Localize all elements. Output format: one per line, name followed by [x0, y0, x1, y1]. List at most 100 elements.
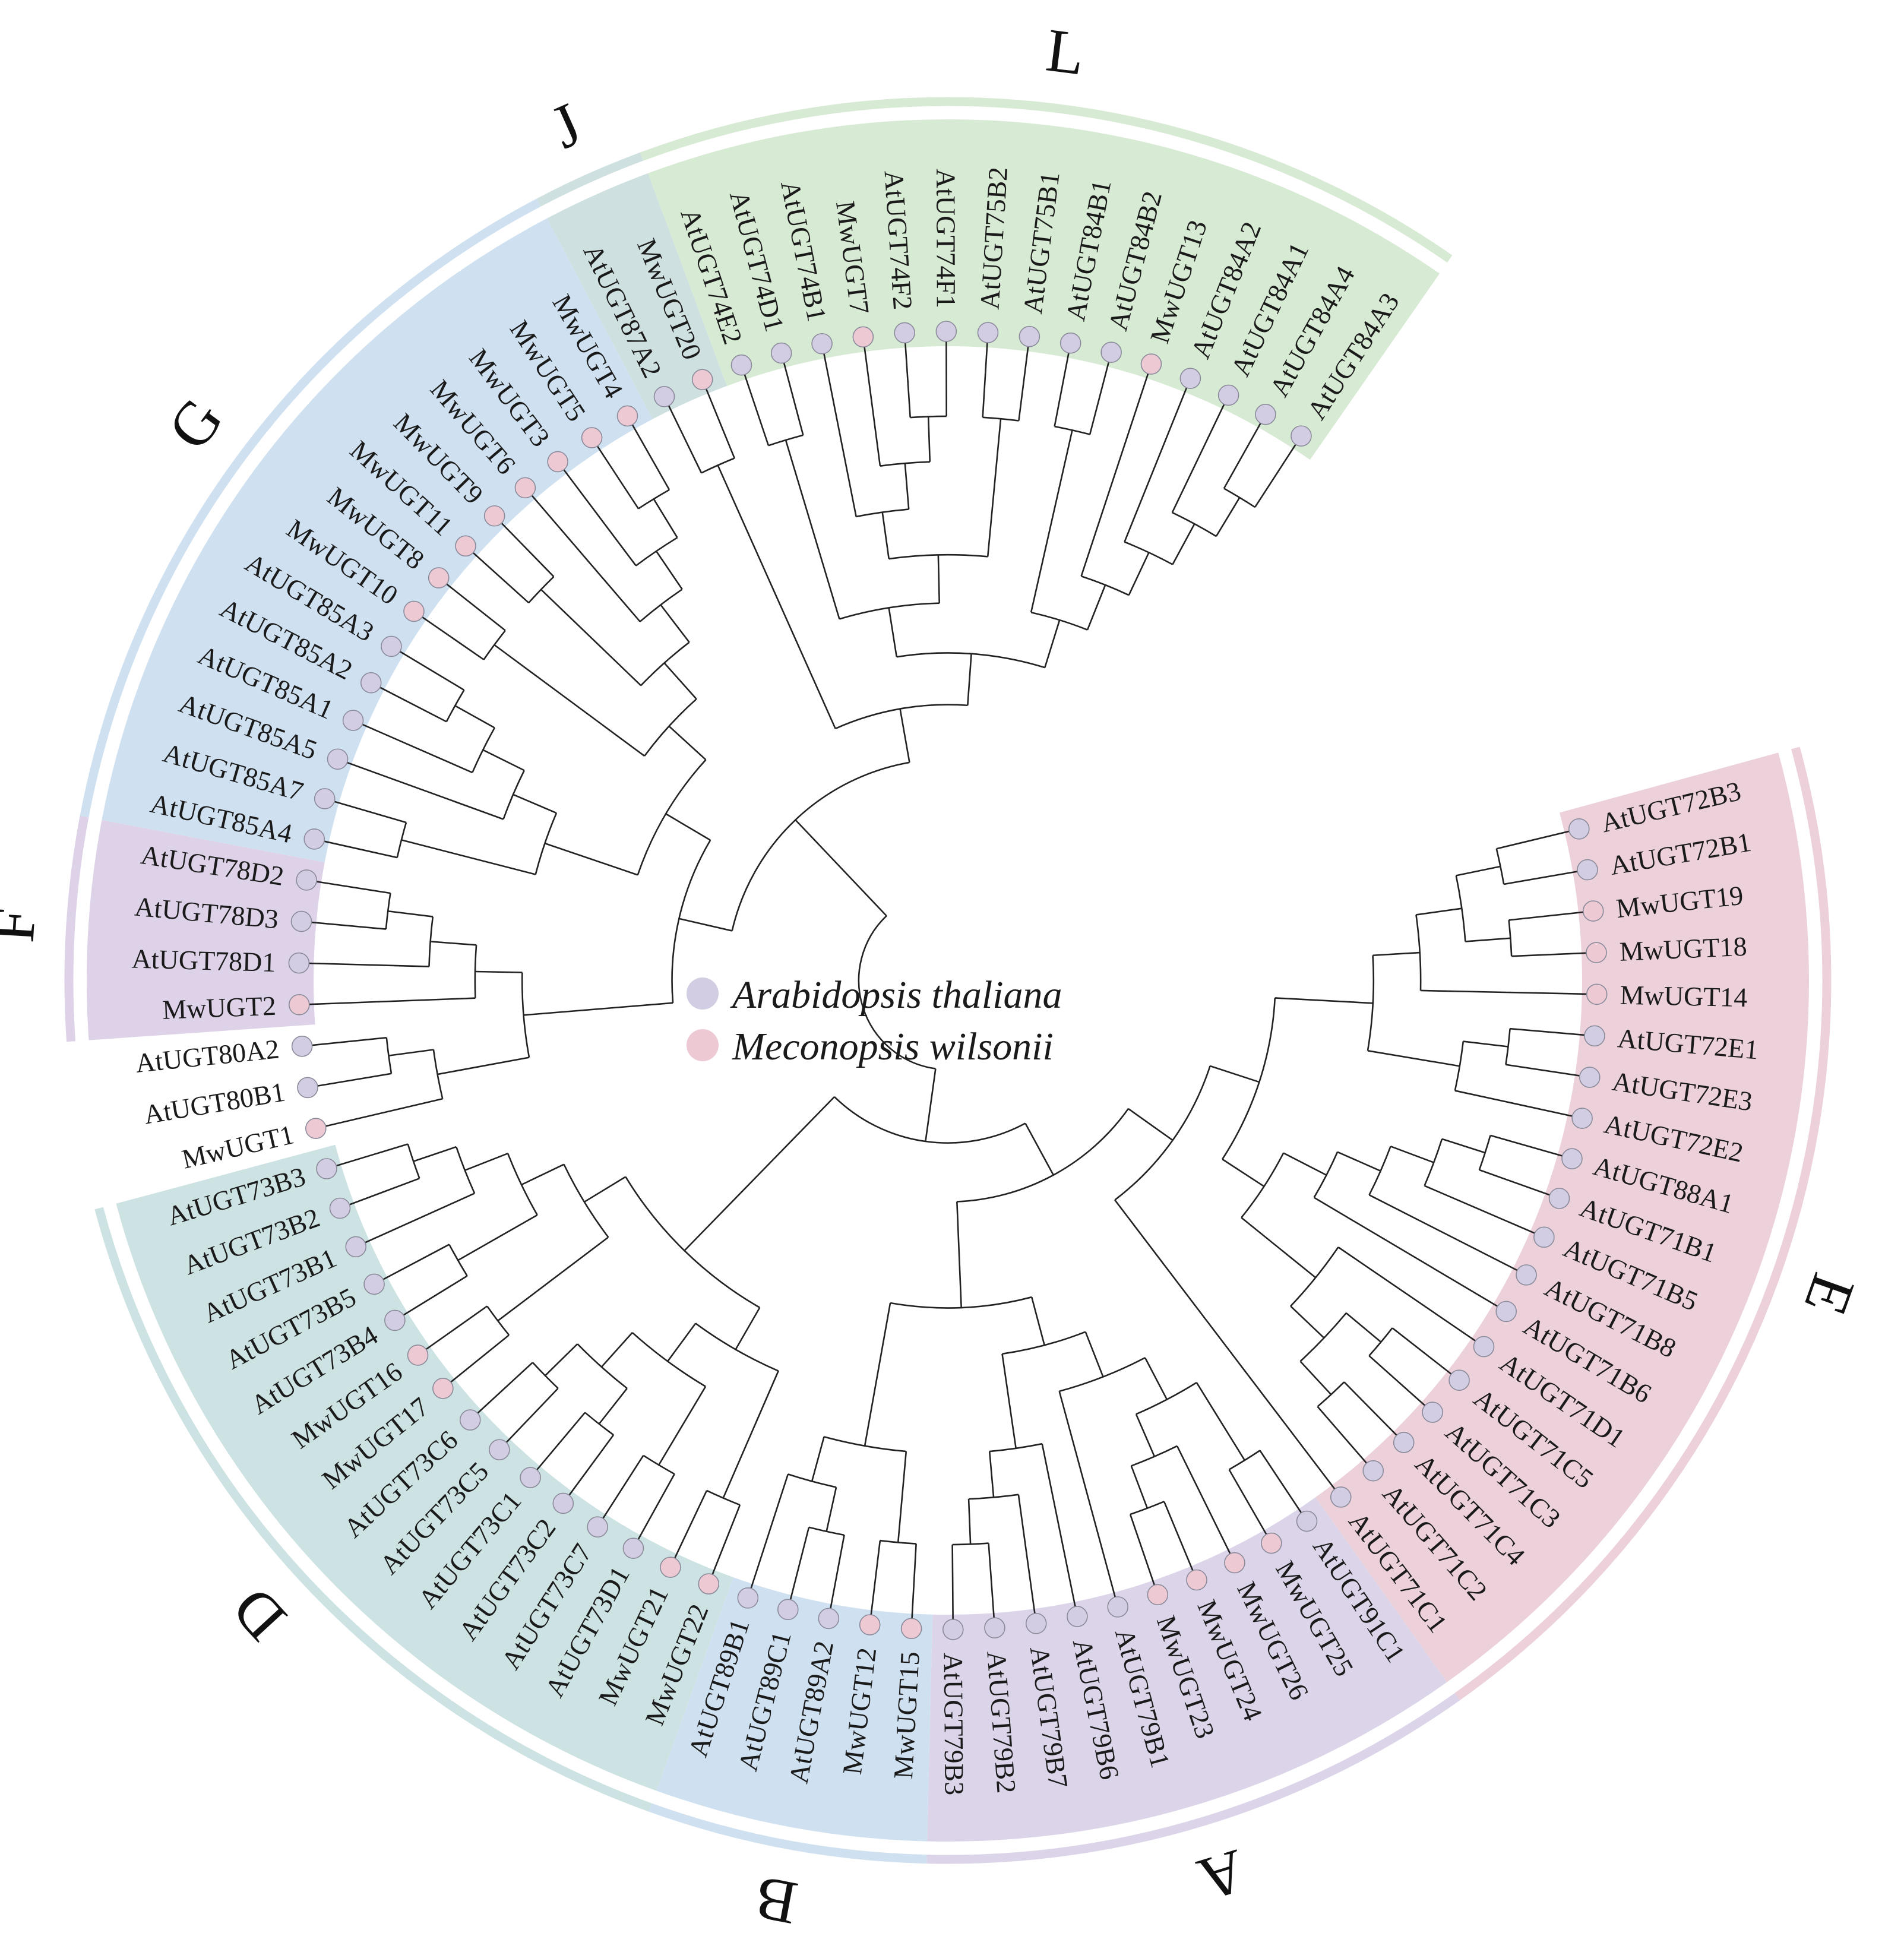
leaf-marker-atugt88a1 — [1561, 1148, 1583, 1169]
branch-arc — [1505, 1029, 1511, 1065]
branch-arc — [1130, 1501, 1165, 1516]
branch-line — [1128, 552, 1150, 596]
branch-arc — [385, 893, 391, 929]
branch-line — [314, 838, 398, 859]
branch-line — [1372, 951, 1420, 957]
branch-arc — [1241, 1152, 1285, 1219]
branch-line — [497, 1236, 609, 1322]
leaf-marker-mwugt19 — [1582, 900, 1604, 922]
leaf-label-mwugt2: MwUGT2 — [162, 991, 276, 1025]
branch-line — [1172, 523, 1195, 565]
branch-line — [632, 1473, 675, 1549]
branch-arc — [534, 812, 558, 875]
leaf-marker-atugt71c5 — [1448, 1369, 1470, 1391]
leaf-marker-atugt71b6 — [1495, 1301, 1517, 1323]
branch-line — [665, 813, 711, 841]
leaf-marker-mwugt5 — [581, 427, 603, 448]
leaf-marker-atugt84a2 — [1179, 368, 1201, 389]
leaf-marker-atugt87a2 — [653, 385, 675, 407]
branch-line — [982, 333, 989, 417]
branch-line — [658, 1386, 707, 1466]
branch-line — [454, 705, 495, 729]
branch-arc — [428, 916, 434, 967]
branch-line — [442, 1334, 510, 1389]
branch-arc — [472, 727, 495, 773]
branch-arc — [839, 602, 940, 620]
branch-line — [1018, 336, 1030, 421]
branch-line — [1465, 937, 1511, 942]
branch-line — [897, 1451, 907, 1543]
branch-arc — [1367, 955, 1375, 1051]
leaf-marker-atugt79b3 — [942, 1619, 964, 1640]
branch-line — [899, 708, 910, 763]
branch-arc — [1136, 1381, 1197, 1415]
branch-arc — [731, 761, 910, 931]
branch-arc — [1131, 1445, 1178, 1467]
legend-meconopsis-label: Meconopsis wilsonii — [732, 1025, 1054, 1068]
leaf-marker-mwugt6 — [514, 477, 536, 499]
branch-line — [1223, 414, 1267, 489]
branch-arc — [706, 1489, 741, 1506]
clade-letter-l: L — [1042, 15, 1088, 88]
branch-line — [353, 719, 473, 774]
leaf-marker-atugt78d2 — [296, 869, 317, 891]
clade-ring-e — [1454, 746, 1832, 1701]
leaf-marker-atugt73c6 — [459, 1409, 481, 1431]
leaf-marker-atugt73c7 — [587, 1516, 608, 1537]
branch-line — [1135, 1413, 1156, 1457]
branch-arc — [1424, 1138, 1443, 1187]
branch-line — [1171, 394, 1229, 513]
leaf-marker-mwugt2 — [288, 994, 310, 1015]
branch-line — [1001, 1353, 1017, 1449]
leaf-marker-mwugt10 — [403, 600, 425, 622]
branch-line — [301, 920, 387, 930]
branch-arc — [521, 972, 530, 1058]
branch-line — [735, 1307, 761, 1350]
branch-line — [660, 604, 690, 643]
tree-branches — [299, 331, 1597, 1630]
clade-band-g — [102, 218, 653, 862]
branch-arc — [1114, 1065, 1211, 1201]
leaf-marker-atugt73b4 — [384, 1309, 406, 1331]
branch-line — [684, 1096, 835, 1251]
branch-line — [1080, 363, 1152, 577]
clade-letter-b: B — [749, 1863, 802, 1933]
clade-ring-f — [64, 815, 89, 1042]
branch-line — [864, 1302, 891, 1447]
branch-arc — [1415, 915, 1422, 991]
branch-line — [413, 610, 485, 660]
branch-line — [1454, 1090, 1583, 1119]
branch-line — [1128, 1108, 1174, 1141]
species-markers — [288, 321, 1608, 1640]
branch-line — [811, 1437, 825, 1482]
branch-line — [904, 463, 910, 510]
branch-arc — [644, 698, 697, 757]
branch-arc — [563, 1164, 609, 1238]
leaf-marker-atugt85a7 — [314, 788, 336, 809]
branch-line — [988, 1543, 996, 1628]
branch-line — [1299, 1361, 1332, 1396]
branch-arc — [1313, 1151, 1339, 1198]
branch-line — [1337, 1151, 1381, 1172]
clade-band-e — [1315, 752, 1809, 1682]
branch-line — [457, 1214, 538, 1261]
branch-arc — [888, 553, 988, 560]
branch-line — [1441, 1138, 1486, 1154]
branch-line — [627, 415, 670, 491]
branch-line — [315, 1097, 443, 1130]
branch-line — [1390, 1146, 1434, 1163]
branch-line — [1510, 1027, 1595, 1037]
branch-line — [937, 555, 940, 603]
branch-arc — [1002, 1331, 1086, 1355]
branch-line — [597, 1455, 644, 1527]
branch-line — [326, 1143, 409, 1170]
branch-line — [1017, 1494, 1038, 1624]
clade-band-f — [87, 820, 325, 1040]
branch-line — [1506, 1064, 1590, 1078]
branch-arc — [396, 822, 407, 858]
branch-line — [1041, 1443, 1078, 1617]
branch-arc — [787, 1473, 837, 1488]
leaf-marker-mwugt16 — [407, 1344, 429, 1366]
branch-line — [741, 365, 770, 446]
branch-line — [464, 1153, 508, 1171]
